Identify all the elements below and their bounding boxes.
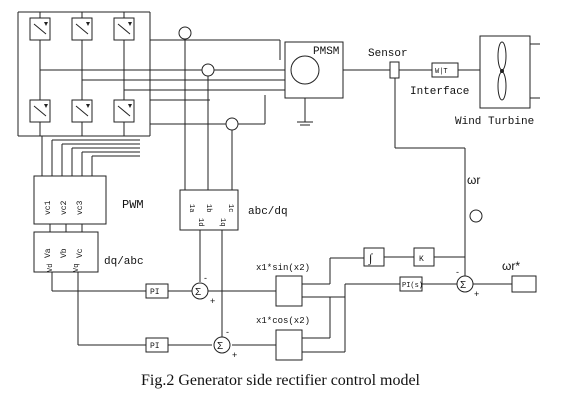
abc-dq-label: abc/dq	[248, 206, 288, 218]
speed-feedback: ωr	[464, 173, 483, 276]
abc-dq-port-1q: 1q	[218, 218, 226, 226]
dq-abc-block: Va Vb Vc Vd Vq dq/abc	[33, 231, 144, 273]
abc-dq-port-1d: 1d	[196, 218, 204, 226]
interface-block: W|T Interface	[410, 62, 480, 98]
abc-dq-port-1c: 1c	[226, 204, 234, 212]
switch-lower-b	[71, 99, 93, 123]
dq-abc-port-va: Va	[44, 248, 53, 258]
omega-r-label: ωr	[467, 173, 480, 187]
cos-function-block: x1*cos(x2)	[256, 316, 310, 361]
sensor-label: Sensor	[368, 48, 408, 60]
wind-turbine-label: Wind Turbine	[455, 116, 534, 128]
abc-dq-port-1b: 1b	[204, 204, 212, 212]
sum-d-plus: +	[210, 296, 215, 306]
sum-d-minus: -	[204, 273, 207, 283]
sum-speed-plus: +	[474, 289, 479, 299]
sin-fn-label: x1*sin(x2)	[256, 263, 310, 273]
pi-2-label: PI	[150, 342, 160, 351]
figure-caption: Fig.2 Generator side rectifier control m…	[140, 372, 420, 389]
switch-upper-a	[29, 17, 51, 41]
phase-wires	[40, 39, 300, 101]
dq-abc-port-vq: Vq	[73, 264, 81, 272]
control-model-diagram: PMSM Sensor W|T Interface Wind Turbine	[17, 11, 540, 361]
pi-controller-1: PI	[145, 283, 169, 299]
svg-text:Σ: Σ	[195, 287, 201, 298]
pwm-label: PWM	[122, 198, 144, 212]
integrator-label: ∫	[368, 251, 373, 265]
sum-q-minus: -	[226, 327, 229, 337]
dq-abc-label: dq/abc	[104, 256, 144, 268]
pmsm-block: PMSM	[284, 41, 344, 126]
pwm-block: PWM vc1 vc2 vc3	[33, 175, 144, 225]
pi-controller-3: PI(s)	[399, 276, 423, 292]
vq-path	[77, 272, 276, 346]
dq-abc-port-vb: Vb	[60, 248, 69, 258]
pi-3-label: PI(s)	[402, 282, 423, 290]
speed-sensor: Sensor	[368, 48, 466, 205]
interface-label: Interface	[410, 86, 469, 98]
vd-path	[51, 272, 276, 292]
omega-r-ref-label: ωr*	[502, 259, 520, 273]
interface-box-label: W|T	[435, 68, 448, 76]
pwm-input-3: vc3	[76, 200, 85, 215]
sum-q-plus: +	[232, 350, 237, 360]
sin-function-block: x1*sin(x2)	[256, 263, 310, 307]
sum-junction-speed: Σ - +	[456, 267, 479, 299]
sum-speed-minus: -	[456, 267, 459, 277]
cos-fn-label: x1*cos(x2)	[256, 316, 310, 326]
current-sensor-c	[150, 95, 266, 190]
abc-dq-port-1a: 1a	[187, 204, 195, 212]
pi-controller-2: PI	[145, 337, 169, 353]
switch-upper-b	[71, 17, 93, 41]
switch-lower-c	[113, 99, 135, 123]
switch-upper-c	[113, 17, 135, 41]
current-sensor-a	[178, 26, 192, 190]
sum-junction-d: Σ - +	[191, 273, 215, 306]
gain-block: K	[413, 247, 435, 267]
wind-turbine-block: Wind Turbine	[455, 35, 540, 128]
svg-text:Σ: Σ	[460, 280, 466, 291]
switch-lower-a	[29, 99, 51, 123]
dq-abc-port-vc: Vc	[76, 248, 85, 258]
rectifier-bridge	[17, 11, 151, 137]
pwm-input-2: vc2	[60, 200, 69, 215]
gate-wires	[41, 136, 140, 176]
pi-1-label: PI	[150, 288, 160, 297]
dq-abc-port-vd: Vd	[47, 264, 55, 272]
speed-reference-block: ωr*	[502, 259, 537, 293]
integrator-block: ∫	[363, 247, 385, 267]
fn-input-wires	[302, 257, 400, 353]
svg-text:Σ: Σ	[217, 341, 223, 352]
pmsm-label: PMSM	[313, 46, 339, 58]
pwm-input-1: vc1	[44, 200, 53, 215]
abc-dq-block: 1a 1b 1c 1d 1q abc/dq	[179, 189, 288, 231]
current-sensor-b	[201, 63, 215, 190]
sum-junction-q: Σ - +	[213, 327, 237, 360]
gain-label: K	[419, 255, 424, 264]
